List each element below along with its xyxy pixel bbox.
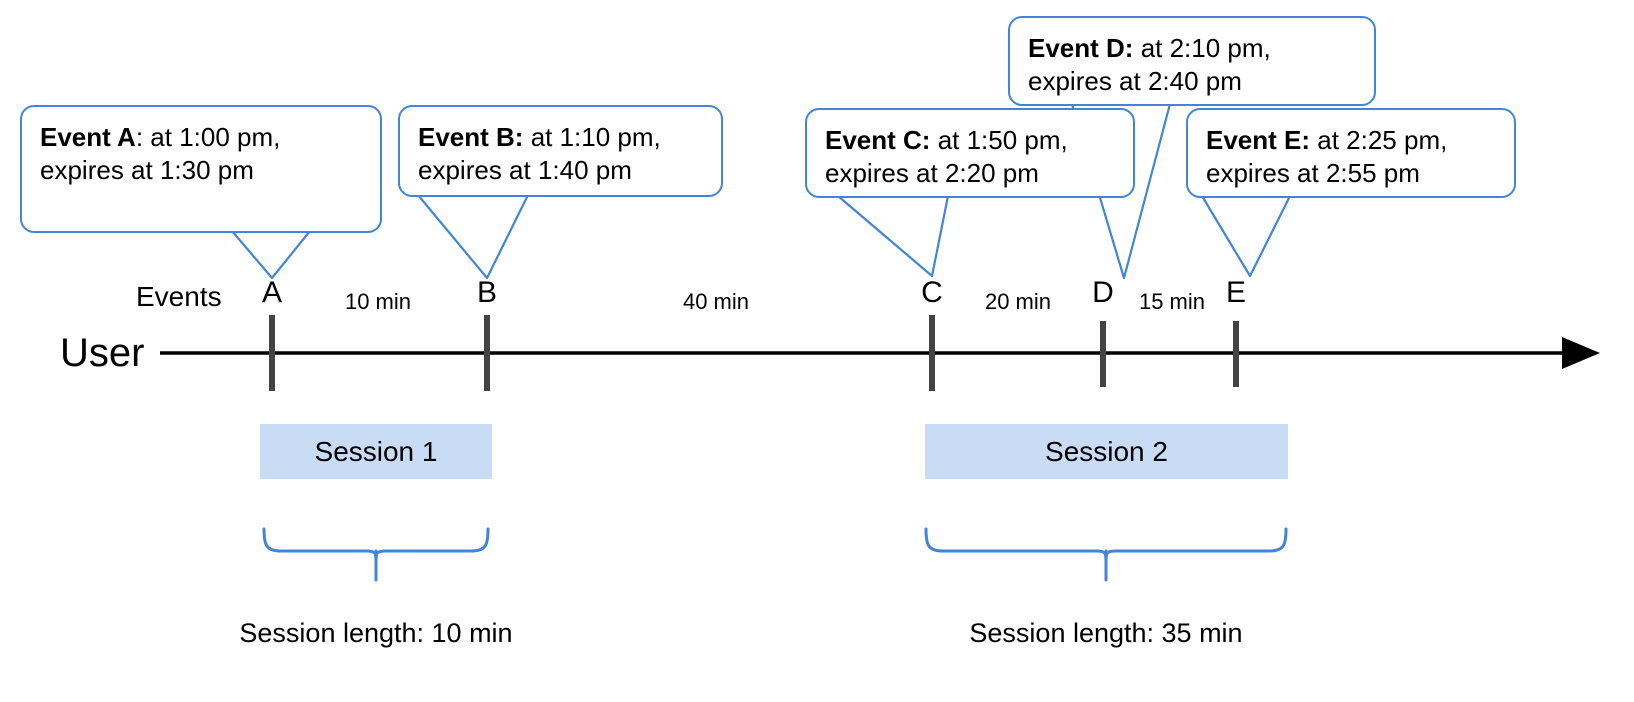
callout-event-b: Event B: at 1:10 pm, expires at 1:40 pm [398, 105, 723, 197]
event-letter-d: D [1092, 276, 1114, 309]
session-box-1: Session 1 [260, 424, 492, 479]
callout-line-2: expires at 1:40 pm [418, 155, 632, 186]
callout-line-2: expires at 2:40 pm [1028, 66, 1242, 97]
gap-label-b-c: 40 min [682, 289, 750, 314]
callout-line-1: Event D: at 2:10 pm, [1028, 32, 1358, 65]
session-1-length-caption: Session length: 10 min [239, 618, 513, 648]
timeline-arrowhead [1562, 337, 1600, 369]
callout-line-1: Event C: at 1:50 pm, [825, 124, 1117, 157]
tick-event-d [1100, 321, 1106, 387]
tick-event-c [929, 315, 935, 391]
tick-event-b [484, 315, 490, 391]
session-2-length-caption: Session length: 35 min [969, 618, 1243, 648]
event-letter-a: A [261, 276, 282, 309]
callout-event-e: Event E: at 2:25 pm, expires at 2:55 pm [1186, 108, 1516, 198]
lane-label-user: User [60, 331, 145, 375]
callout-event-name: Event A [40, 122, 136, 152]
callout-tail-a [231, 230, 311, 280]
callout-event-d: Event D: at 2:10 pm, expires at 2:40 pm [1008, 16, 1376, 106]
tick-event-a [269, 315, 275, 391]
lane-label-events: Events [136, 281, 222, 312]
event-letter-c: C [921, 276, 943, 309]
gap-label-c-d: 20 min [984, 289, 1052, 314]
gap-label-d-e: 15 min [1138, 289, 1206, 314]
event-letter-b: B [476, 276, 497, 309]
tick-event-e [1233, 321, 1239, 387]
callout-tail-b [417, 194, 529, 280]
callout-event-name: Event D: [1028, 33, 1134, 63]
callout-separator: : [135, 122, 144, 152]
callout-line-2: expires at 2:55 pm [1206, 158, 1420, 189]
callout-event-c: Event C: at 1:50 pm, expires at 2:20 pm [805, 108, 1135, 198]
callout-time-text: at 1:00 pm, [143, 122, 281, 152]
callout-time-text: at 2:25 pm, [1310, 125, 1448, 155]
gap-label-a-b: 10 min [344, 289, 412, 314]
callout-tail-c [837, 195, 950, 278]
callout-line-2: expires at 2:20 pm [825, 158, 1039, 189]
callout-time-text: at 1:10 pm, [523, 122, 661, 152]
callout-event-name: Event B: [418, 122, 524, 152]
callout-event-a: Event A: at 1:00 pm, expires at 1:30 pm [20, 105, 382, 233]
callout-tail-e [1201, 195, 1291, 278]
session-box-2: Session 2 [925, 424, 1288, 479]
event-letter-e: E [1225, 276, 1246, 309]
callout-event-name: Event E: [1206, 125, 1311, 155]
callout-line-1: Event B: at 1:10 pm, [418, 121, 705, 154]
callout-line-1: Event E: at 2:25 pm, [1206, 124, 1498, 157]
callout-line-1: Event A: at 1:00 pm, [40, 121, 364, 154]
callout-time-text: at 1:50 pm, [930, 125, 1068, 155]
callout-time-text: at 2:10 pm, [1133, 33, 1271, 63]
callout-event-name: Event C: [825, 125, 931, 155]
callout-line-2: expires at 1:30 pm [40, 155, 254, 186]
